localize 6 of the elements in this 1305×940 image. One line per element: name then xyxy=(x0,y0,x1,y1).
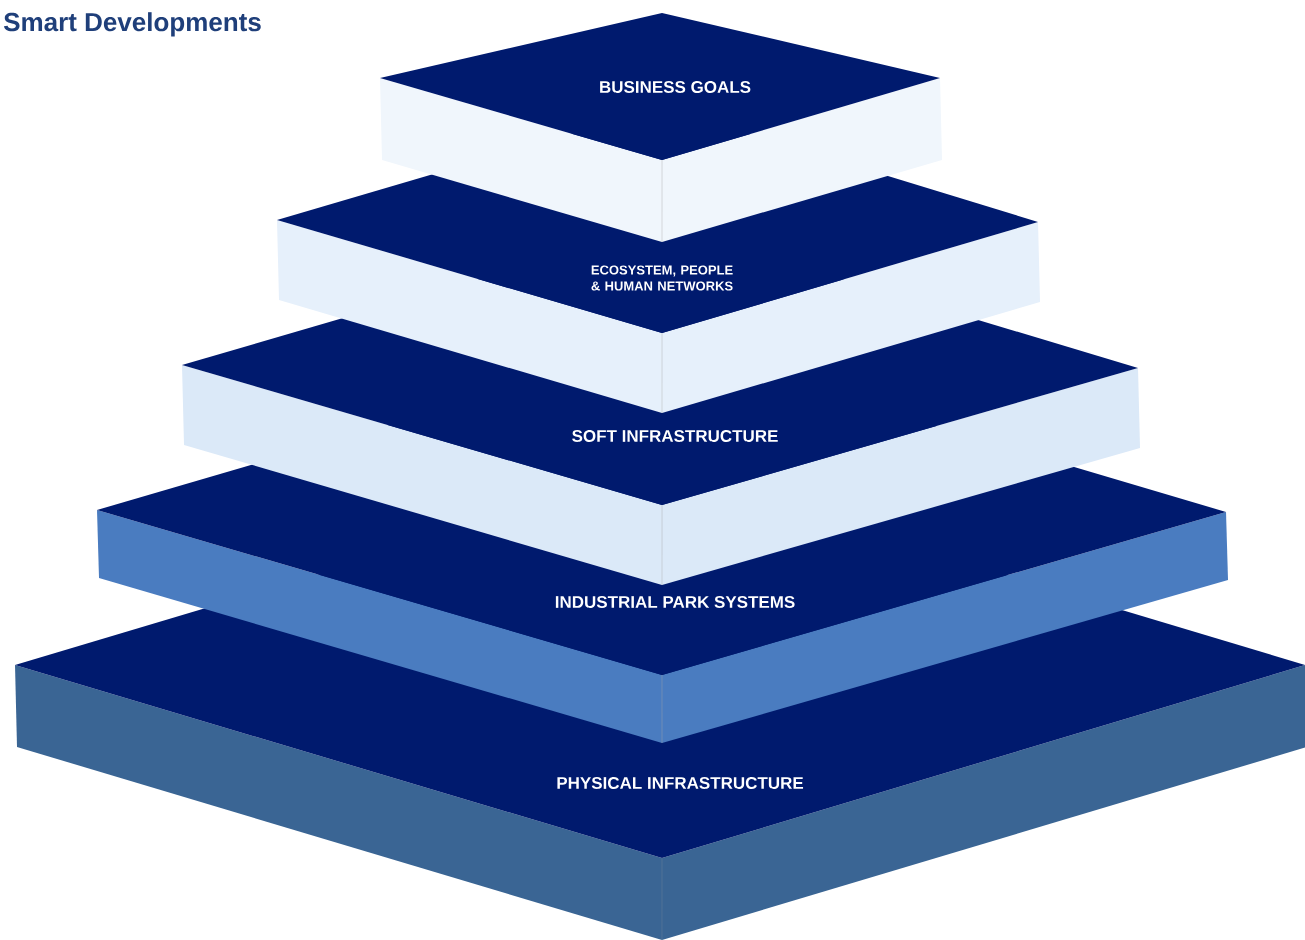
node-label: ECOSYSTEM, PEOPLE & HUMAN NETWORKS xyxy=(591,265,733,291)
pyramid-layer: BUSINESS GOALS xyxy=(380,13,942,243)
node-label: INDUSTRIAL PARK SYSTEMS xyxy=(555,595,795,609)
title: Smart Developments xyxy=(3,12,261,37)
node-label: BUSINESS GOALS xyxy=(600,80,751,94)
node-label: SOFT INFRASTRUCTURE xyxy=(572,429,778,443)
